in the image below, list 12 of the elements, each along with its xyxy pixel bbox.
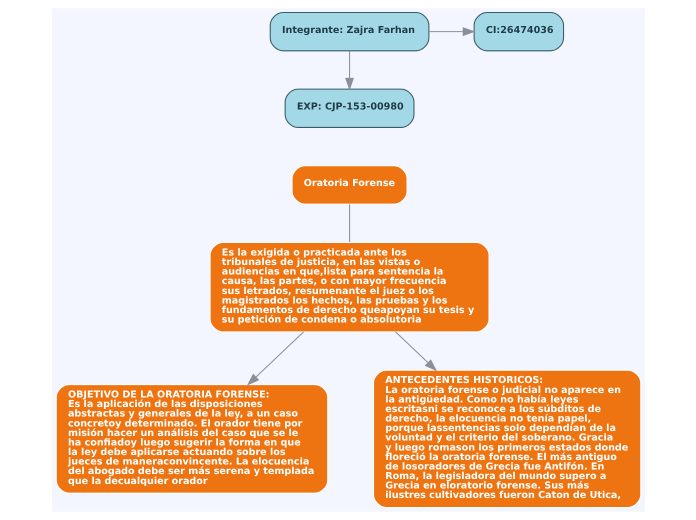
node-box: Integrante: Zajra Farhan xyxy=(269,12,429,52)
arrow xyxy=(344,51,354,91)
node-box: EXP: CJP-153-00980 xyxy=(284,88,414,128)
arrow xyxy=(246,332,304,386)
node-box: CI:26474036 xyxy=(473,12,564,52)
node-box: Oratoria Forense xyxy=(291,165,408,205)
arrow xyxy=(428,27,475,36)
connector xyxy=(348,204,350,242)
node-box: OBJETIVO DE LA ORATORIA FORENSE: Es la aplicación de las disposiciones abstractas y generales de la ley, a un caso concretoy determinado. El orador tiene por misión hacer un análisis del caso que se le ha confiadoy luego sugerir la forma en que la ley debe aplicarse actuando sobre los jueces de maneraconvincente. La elocuencia del abogado debe ser más serena y templada que la decualquier orador xyxy=(55,384,328,494)
node-box: Es la exigida o practicada ante los tribunales de justicia, en las vistas o audiencias en que,lista para sentencia la causa, las partes, o con mayor frecuencia sus letrados, resumenante el juez o los magistrados los hechos, las pruebas y los fundamentos de derecho queapoyan su tesis y su petición de condena o absolutoria xyxy=(209,242,490,332)
node-box: ANTECEDENTES HISTORICOS: La oratoria forense o judicial no aparece en la antigüedad. Como no había leyes escritasni se reconoce a los súbditos de derecho, la elocuencia no tenía papel, porque lassentencias solo dependían de la voluntad y el criterio del soberano. Gracia y luego romason los primeros estados donde floreció la oratoria forense. El más antiguo de losoradores de Grecia fue Antifón. En Roma, la legisladora del mundo supero a Grecia en eloratorio forense. Sus más ilustres cultivadores fueron Caton de Utica, xyxy=(372,370,641,508)
arrow xyxy=(394,332,437,372)
